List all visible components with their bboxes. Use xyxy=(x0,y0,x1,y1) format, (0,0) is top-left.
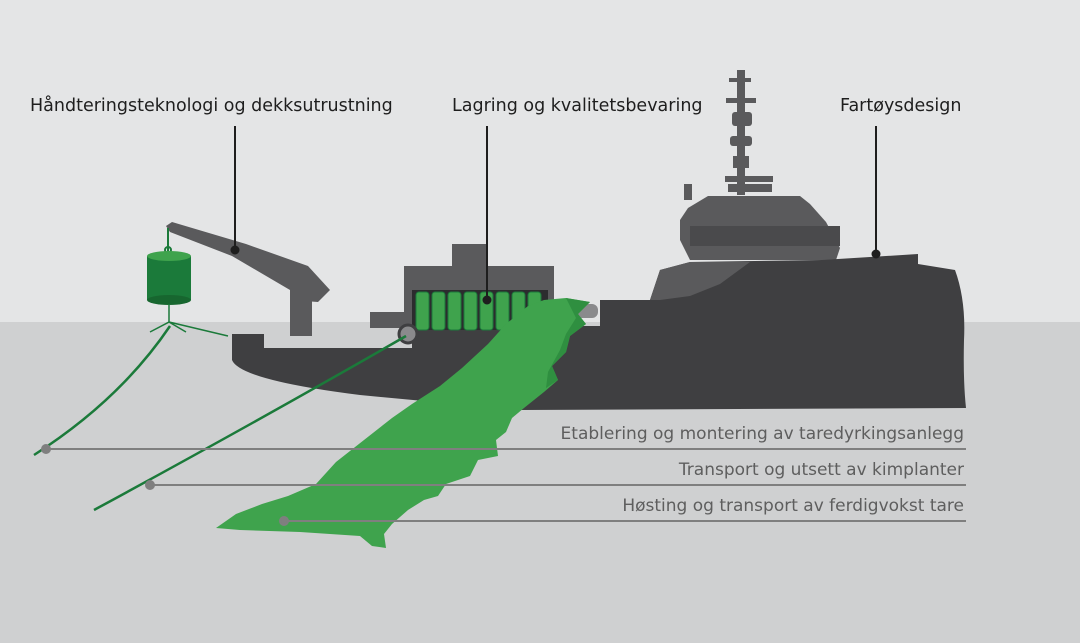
vessel-hull xyxy=(232,254,966,410)
mast xyxy=(684,70,773,200)
label-handling-technology: Håndteringsteknologi og dekksutrustning xyxy=(30,96,393,116)
label-transport-operation: Transport og utsett av kimplanter xyxy=(678,460,964,480)
crane-boom xyxy=(166,222,330,302)
kelp-harvest xyxy=(216,298,590,548)
top-leader-lines xyxy=(230,126,881,305)
hold-vent xyxy=(452,244,488,266)
operation-lines xyxy=(41,444,966,526)
kelp-fringe xyxy=(546,298,590,388)
buoy xyxy=(147,251,191,305)
mooring-line-2 xyxy=(93,334,407,512)
foredeck-shade xyxy=(650,262,750,300)
label-establishment-operation: Etablering og montering av taredyrkingsa… xyxy=(560,424,964,444)
buoy-rope xyxy=(149,304,229,337)
radar-dome xyxy=(790,200,804,208)
label-storage-quality: Lagring og kvalitetsbevaring xyxy=(452,96,703,116)
mooring-line-1 xyxy=(33,325,172,457)
label-harvest-operation: Høsting og transport av ferdigvokst tare xyxy=(622,496,964,516)
bridge-window-band xyxy=(690,226,840,246)
label-vessel-design: Fartøysdesign xyxy=(840,96,962,116)
crane-column xyxy=(290,292,312,336)
deck-block xyxy=(370,312,406,328)
deck-roller xyxy=(397,323,419,345)
